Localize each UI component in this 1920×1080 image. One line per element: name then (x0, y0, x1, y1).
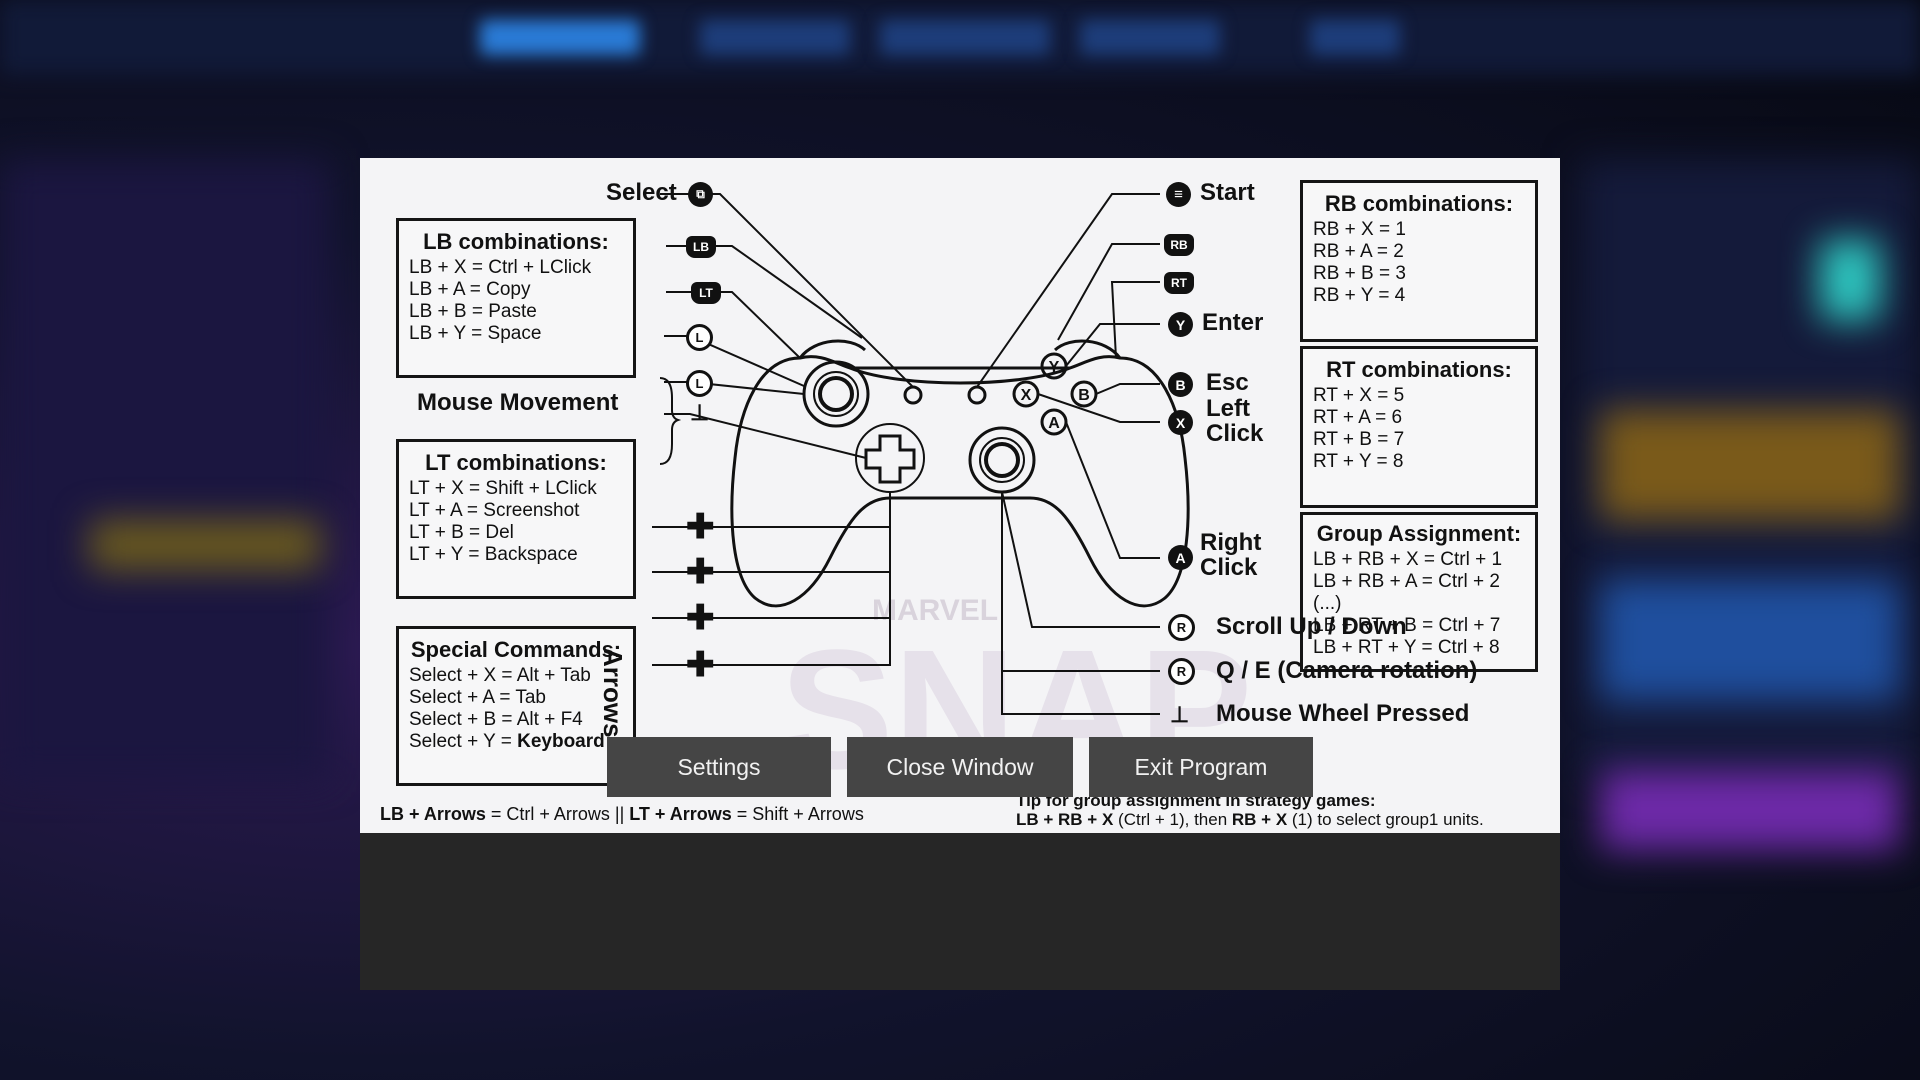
right-stick-icon: R (1168, 658, 1195, 685)
right-click-label: Right Click (1200, 529, 1262, 581)
left-panel-blur (0, 160, 330, 780)
y-button-icon: Y (1168, 312, 1193, 337)
left-click-label: Left Click (1206, 395, 1264, 447)
left-gold-banner-blur (90, 520, 320, 570)
left-stick-icon: L (686, 324, 713, 351)
rt-line: RT + X = 5 (1313, 385, 1405, 406)
group-line: LB + RT + Y = Ctrl + 8 (1313, 637, 1500, 658)
lt-button-icon: LT (691, 282, 721, 304)
lb-button-icon: LB (686, 236, 716, 258)
rb-line: RB + B = 3 (1313, 263, 1406, 284)
lb-line: LB + B = Paste (409, 301, 537, 322)
lt-combinations-box: LT combinations: LT + X = Shift + LClick… (396, 439, 636, 599)
lb-box-title: LB combinations: (423, 229, 609, 254)
right-purple-blur (1600, 770, 1900, 850)
mouse-wheel-label: Mouse Wheel Pressed (1216, 700, 1470, 727)
rt-combinations-box: RT combinations: RT + X = 5 RT + A = 6 R… (1300, 346, 1538, 508)
group-line: LB + RB + A = Ctrl + 2 (1313, 571, 1500, 592)
group-line: LB + RB + X = Ctrl + 1 (1313, 549, 1503, 570)
rt-line: RT + B = 7 (1313, 429, 1405, 450)
right-teal-blur (1820, 240, 1880, 320)
x-button-icon: X (1168, 410, 1193, 435)
game-top-button (480, 20, 640, 55)
controller-face-letters: Y B X A (1021, 359, 1090, 432)
right-stick-press-icon: ⊥ (1170, 702, 1190, 727)
camera-rotation-label: Q / E (Camera rotation) (1216, 657, 1478, 684)
left-stick-press-icon: ⊥ (690, 400, 710, 425)
lb-line: LB + A = Copy (409, 279, 531, 300)
close-window-button[interactable]: Close Window (847, 737, 1073, 797)
start-label: Start (1200, 179, 1255, 206)
arrows-footnote: LB + Arrows = Ctrl + Arrows || LT + Arro… (380, 804, 864, 824)
special-box-title: Special Commands: (410, 637, 622, 662)
scroll-label: Scroll Up / Down (1216, 613, 1407, 640)
rt-line: RT + Y = 8 (1313, 451, 1404, 472)
settings-button[interactable]: Settings (607, 737, 831, 797)
rt-line: RT + A = 6 (1313, 407, 1403, 428)
lb-line: LB + Y = Space (409, 323, 542, 344)
b-button-icon: B (1168, 372, 1193, 397)
rb-button-icon: RB (1164, 234, 1194, 256)
button-bar (360, 833, 1560, 990)
esc-label: Esc (1206, 369, 1249, 396)
svg-text:B: B (1078, 387, 1090, 404)
select-label: Select (606, 179, 677, 206)
dpad-up-icon: ✚ (686, 508, 715, 546)
special-line: Select + X = Alt + Tab (409, 665, 591, 686)
group-line: LB + RT + B = Ctrl + 7 (1313, 615, 1501, 636)
lb-combinations-box: LB combinations: LB + X = Ctrl + LClick … (396, 218, 636, 378)
enter-label: Enter (1202, 309, 1264, 336)
marvel-watermark: MARVEL (872, 594, 998, 627)
rt-box-title: RT combinations: (1326, 357, 1512, 382)
right-blue-blur (1600, 580, 1900, 700)
special-line: Select + B = Alt + F4 (409, 709, 583, 730)
leader-lines (652, 193, 1160, 715)
arrows-label: Arrows (598, 648, 628, 738)
mouse-movement-label: Mouse Movement (417, 389, 619, 416)
special-line: Select + Y = Keyboard (409, 731, 605, 752)
right-gold-blur (1600, 410, 1900, 520)
group-assignment-box: Group Assignment: LB + RB + X = Ctrl + 1… (1300, 512, 1538, 672)
svg-text:X: X (1021, 387, 1032, 404)
start-button-icon: ≡ (1166, 182, 1191, 207)
controller-help-window: MARVEL SNAP Y (360, 158, 1560, 990)
dpad-right-icon: ✚ (686, 553, 715, 591)
tip-body: LB + RB + X (Ctrl + 1), then RB + X (1) … (1016, 810, 1484, 829)
select-button-icon: ⧉ (688, 182, 713, 207)
game-top-button (1080, 20, 1220, 55)
svg-text:Y: Y (1049, 359, 1060, 376)
special-line: Select + A = Tab (409, 687, 546, 708)
rb-box-title: RB combinations: (1324, 191, 1514, 216)
lt-line: LT + X = Shift + LClick (409, 478, 597, 499)
exit-program-button[interactable]: Exit Program (1089, 737, 1313, 797)
dpad-left-icon: ✚ (686, 646, 715, 684)
left-stick-icon: L (686, 370, 713, 397)
controller-outline (730, 339, 1190, 608)
lt-line: LT + B = Del (409, 522, 514, 543)
group-box-title: Group Assignment: (1316, 521, 1522, 546)
a-button-icon: A (1168, 545, 1193, 570)
group-line: (...) (1313, 593, 1342, 614)
special-commands-box: Special Commands: Select + X = Alt + Tab… (396, 626, 636, 786)
rb-line: RB + A = 2 (1313, 241, 1404, 262)
controller-reference-sheet: MARVEL SNAP Y (360, 158, 1560, 833)
rb-line: RB + X = 1 (1313, 219, 1406, 240)
right-stick-icon: R (1168, 614, 1195, 641)
lt-line: LT + Y = Backspace (409, 544, 578, 565)
lt-line: LT + A = Screenshot (409, 500, 580, 521)
rt-button-icon: RT (1164, 272, 1194, 294)
rb-line: RB + Y = 4 (1313, 285, 1406, 306)
lt-box-title: LT combinations: (425, 450, 607, 475)
dpad-down-icon: ✚ (686, 599, 715, 637)
game-top-button (880, 20, 1050, 55)
rb-combinations-box: RB combinations: RB + X = 1 RB + A = 2 R… (1300, 180, 1538, 342)
game-top-button (1310, 20, 1400, 55)
svg-text:A: A (1048, 415, 1060, 432)
game-top-button (700, 20, 850, 55)
lb-line: LB + X = Ctrl + LClick (409, 257, 592, 278)
